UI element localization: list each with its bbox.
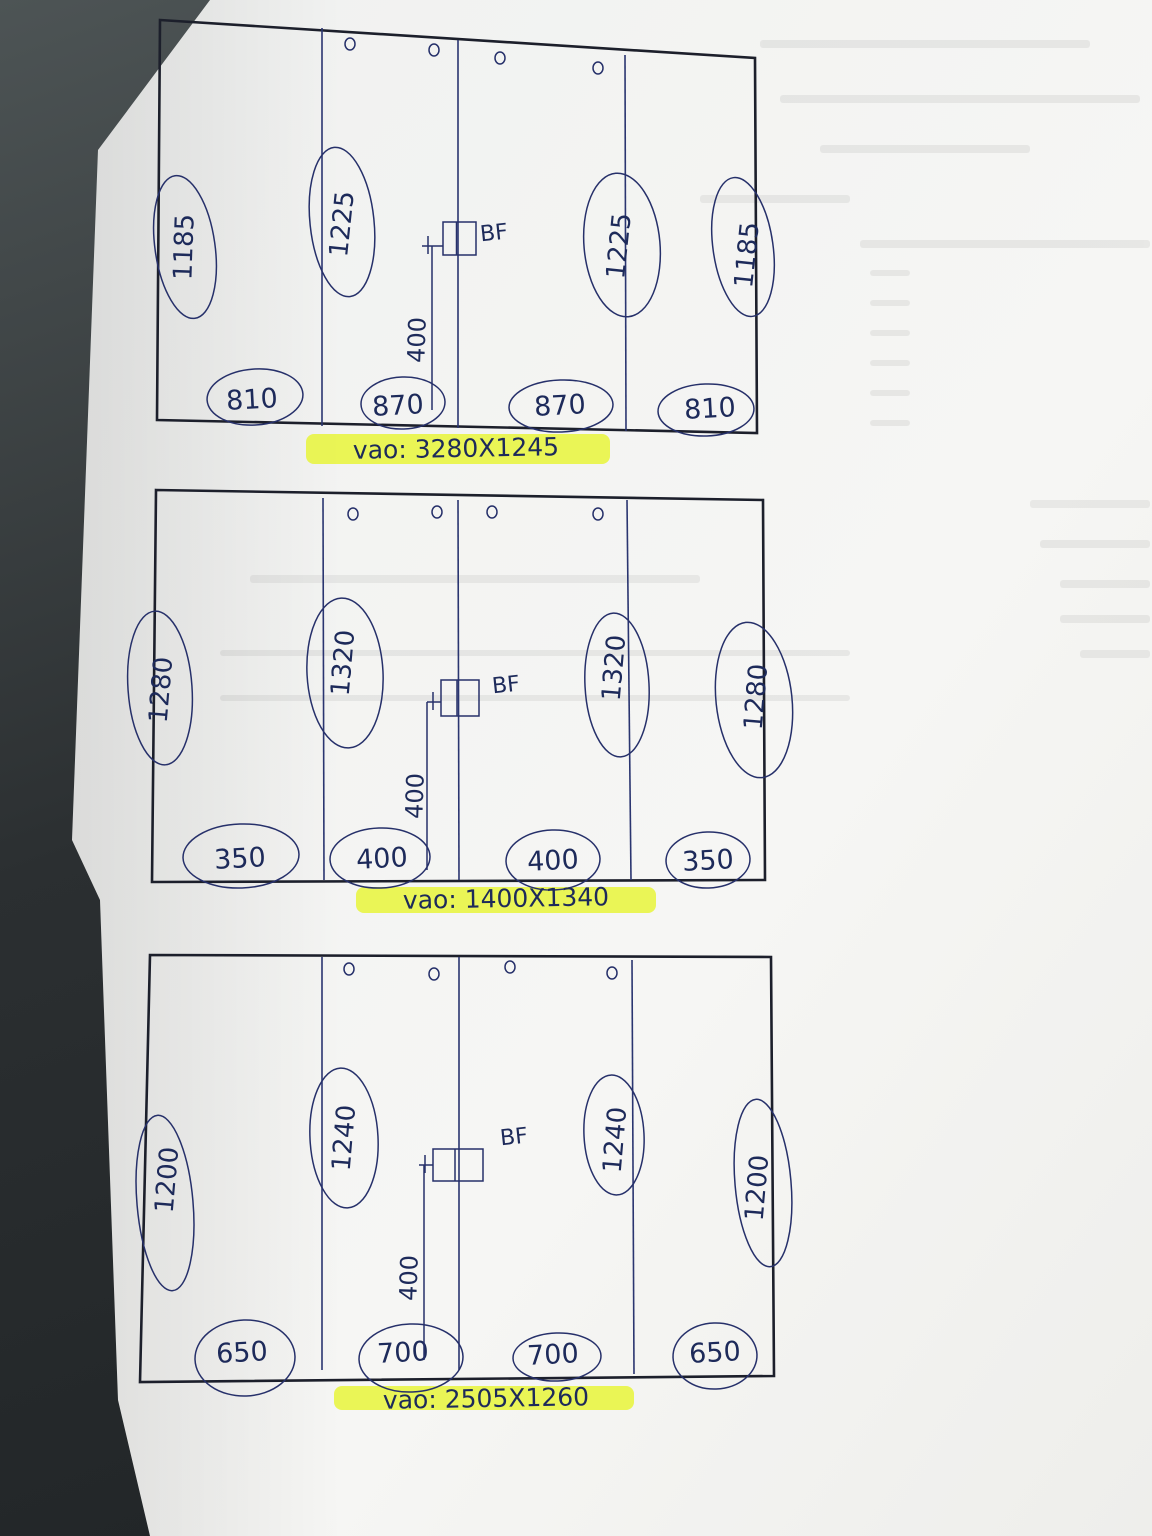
- height-circle: [733, 1098, 793, 1268]
- height-label-3: 1225: [601, 211, 638, 280]
- width-circle: [182, 823, 300, 889]
- hinge-dot: [486, 505, 498, 519]
- hinge-dot: [592, 61, 604, 75]
- handle-arm-label: 400: [402, 317, 432, 364]
- height-label-4: 1185: [729, 220, 766, 289]
- hinge-dot: [428, 967, 440, 981]
- width-label-3: 400: [526, 844, 579, 878]
- bf-handle-box: [432, 1148, 484, 1182]
- height-circle: [583, 1074, 645, 1196]
- width-circle: [505, 829, 601, 891]
- hinge-dot: [606, 966, 618, 980]
- width-label-1: 810: [225, 383, 278, 417]
- panel-divider: [457, 499, 460, 881]
- height-circle: [584, 612, 650, 758]
- height-label-2: 1320: [326, 629, 362, 698]
- bf-handle-box: [440, 679, 480, 717]
- height-circle: [308, 146, 376, 298]
- height-circle: [126, 610, 194, 766]
- hinge-dot: [347, 507, 359, 521]
- bf-label: BF: [491, 672, 521, 700]
- bf-label: BF: [499, 1124, 529, 1152]
- width-circle: [657, 383, 755, 437]
- height-circle: [306, 597, 384, 749]
- bf-label: BF: [479, 220, 509, 248]
- width-circle: [512, 1332, 602, 1382]
- width-circle: [206, 368, 304, 426]
- hinge-dot: [428, 43, 440, 57]
- height-label-2: 1225: [324, 189, 361, 258]
- width-label-2: 870: [371, 389, 424, 423]
- width-label-3: 870: [533, 389, 586, 423]
- height-label-1: 1185: [168, 213, 200, 280]
- handle-arm-label: 400: [400, 773, 430, 820]
- caption-highlight: [356, 887, 656, 913]
- panel-divider: [626, 499, 632, 881]
- width-circle: [360, 376, 446, 430]
- height-circle: [152, 174, 218, 320]
- height-circle: [710, 176, 776, 318]
- width-label-3: 700: [526, 1338, 579, 1372]
- width-label-4: 650: [688, 1336, 741, 1370]
- width-circle: [194, 1319, 296, 1397]
- plan-panel-1: 1185 1225 1225 1185 810 870 870 810 BF 400 vao: 32…: [152, 18, 776, 465]
- hinge-dot: [431, 505, 443, 519]
- height-label-1: 1200: [150, 1146, 186, 1215]
- panel-divider: [631, 959, 635, 1375]
- bf-handle-box: [442, 221, 477, 256]
- hinge-dot: [504, 960, 516, 974]
- plan-panel-3: 1200 1240 1240 1200 650 700 700 650 BF 400 vao: 25…: [135, 953, 793, 1415]
- hinge-dot: [494, 51, 506, 65]
- height-label-3: 1240: [598, 1106, 634, 1175]
- width-label-2: 700: [376, 1336, 429, 1370]
- height-circle: [135, 1114, 195, 1292]
- window-frame: [138, 953, 776, 1384]
- hinge-dot: [592, 507, 604, 521]
- opening-caption: vao: 3280X1245: [353, 432, 560, 465]
- height-circle: [582, 172, 662, 318]
- height-label-4: 1280: [739, 663, 775, 732]
- panel-divider: [624, 54, 627, 432]
- height-circle: [309, 1067, 379, 1209]
- width-circle: [329, 827, 431, 889]
- window-frame: [155, 18, 759, 435]
- width-circle: [508, 379, 614, 433]
- height-circle: [714, 621, 794, 779]
- hinge-dot: [343, 962, 355, 976]
- caption-highlight: [306, 434, 610, 464]
- hinge-dot: [344, 37, 356, 51]
- width-label-1: 350: [213, 842, 266, 876]
- opening-caption: vao: 1400X1340: [403, 882, 610, 915]
- width-circle: [665, 831, 751, 889]
- panel-divider: [322, 497, 325, 881]
- width-circle: [358, 1323, 464, 1393]
- width-label-4: 350: [681, 844, 734, 878]
- height-label-4: 1200: [740, 1154, 776, 1223]
- handle-arm-label: 400: [394, 1255, 424, 1302]
- height-label-2: 1240: [327, 1104, 363, 1173]
- window-frame: [150, 488, 767, 884]
- width-label-1: 650: [215, 1336, 268, 1370]
- width-label-4: 810: [683, 392, 736, 426]
- opening-caption: vao: 2505X1260: [383, 1382, 590, 1415]
- width-circle: [672, 1322, 758, 1390]
- height-label-3: 1320: [597, 634, 633, 703]
- plan-panel-2: 1280 1320 1320 1280 350 400 400 350 BF 400 vao: 14…: [126, 488, 794, 915]
- height-label-1: 1280: [144, 656, 180, 725]
- width-label-2: 400: [355, 842, 408, 876]
